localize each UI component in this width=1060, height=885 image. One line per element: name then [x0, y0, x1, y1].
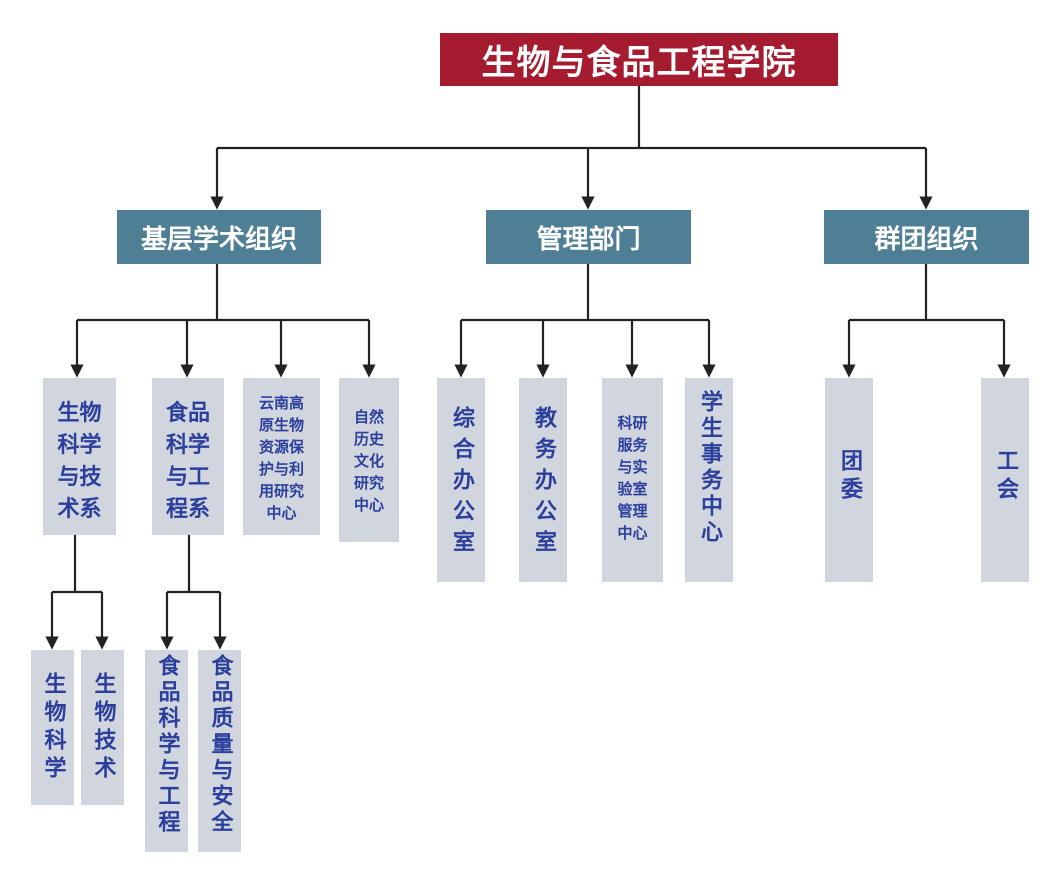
academic-affairs-office-box: 教务办公室 — [519, 378, 567, 582]
admin-dept-title: 管理部门 — [536, 224, 641, 255]
food-dept-label: 食品 科学 与工 程系 — [165, 401, 210, 522]
natural-history-center-box: 自然 历史 文化 研究 中心 — [339, 378, 399, 542]
major-food-science-label: 食品科学与工程 — [154, 654, 180, 836]
major-bio-tech-box: 生物技术 — [81, 650, 124, 805]
major-food-quality-box: 食品质量与安全 — [198, 650, 241, 852]
admin-dept-box: 管理部门 — [486, 210, 691, 264]
general-office-label: 综合办公室 — [449, 406, 474, 561]
natural-history-center-label: 自然 历史 文化 研究 中心 — [353, 408, 384, 514]
admin-connector — [454, 264, 716, 378]
plateau-bio-center-label: 云南高 原生物 资源保 护与利 用研究 中心 — [258, 394, 304, 522]
academic-affairs-office-label: 教务办公室 — [531, 406, 556, 561]
major-food-science-box: 食品科学与工程 — [145, 650, 188, 852]
union-label: 工会 — [993, 449, 1018, 505]
college-title: 生物与食品工程学院 — [481, 43, 797, 83]
group-org-title: 群团组织 — [874, 224, 979, 255]
food-majors-connector — [160, 535, 227, 650]
college-title-box: 生物与食品工程学院 — [440, 33, 838, 86]
youth-league-box: 团委 — [825, 378, 873, 582]
group-org-box: 群团组织 — [824, 210, 1029, 264]
groups-connector — [842, 264, 1011, 378]
bio-dept-label: 生物 科学 与技 术系 — [57, 401, 102, 522]
general-office-box: 综合办公室 — [437, 378, 485, 582]
academic-org-title: 基层学术组织 — [140, 224, 297, 255]
plateau-bio-center-box: 云南高 原生物 资源保 护与利 用研究 中心 — [243, 378, 320, 535]
major-bio-science-box: 生物科学 — [31, 650, 74, 805]
union-box: 工会 — [981, 378, 1029, 582]
student-affairs-center-label: 学生事务中心 — [697, 390, 722, 546]
academic-connector — [70, 264, 376, 378]
major-bio-science-label: 生物科学 — [40, 672, 66, 784]
academic-org-box: 基层学术组织 — [117, 210, 321, 264]
root-connector — [210, 86, 933, 210]
student-affairs-center-box: 学生事务中心 — [685, 378, 733, 582]
youth-league-label: 团委 — [837, 449, 862, 505]
bio-dept-box: 生物 科学 与技 术系 — [43, 378, 116, 535]
major-food-quality-label: 食品质量与安全 — [207, 654, 233, 836]
bio-majors-connector — [45, 535, 109, 650]
food-dept-box: 食品 科学 与工 程系 — [152, 378, 224, 535]
major-bio-tech-label: 生物技术 — [90, 672, 116, 784]
lab-management-center-box: 科研 服务 与实 验室 管理 中心 — [602, 378, 663, 582]
lab-management-center-label: 科研 服务 与实 验室 管理 中心 — [617, 414, 648, 542]
